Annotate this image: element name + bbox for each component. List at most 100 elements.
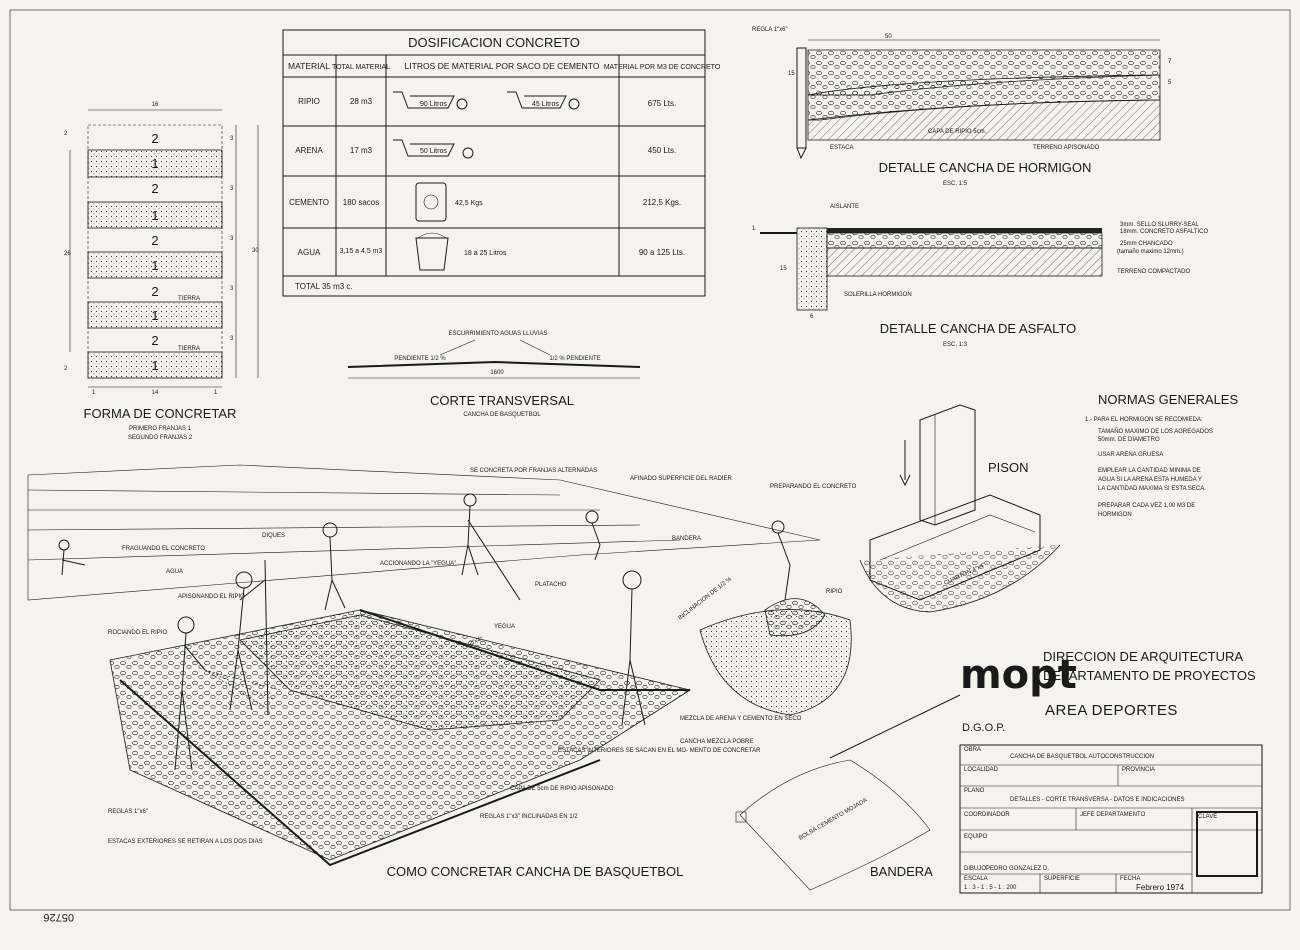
col-total: TOTAL MATERIAL	[332, 64, 390, 71]
dim-three: 3	[230, 236, 234, 242]
row-cemento-por-m3: 212,5 Kgs.	[643, 198, 681, 207]
bolsa-label: BOLSA CEMENTO MOJADA	[798, 798, 868, 842]
label-afinado: AFINADO SUPERFICIE DEL RADIER	[630, 476, 732, 482]
institution-line2: DEPARTAMENTO DE PROYECTOS	[1043, 668, 1256, 683]
terreno-label: TERRENO APISONADO	[1033, 145, 1100, 151]
forma-de-concretar-plan: 2 1 2 1 2 1 2 1 2 1 TIERRA TIERRA 16 14 …	[64, 102, 259, 441]
normas-item1: 1.- PARA EL HORMIGON SE RECOMIEDA:	[1085, 417, 1203, 423]
normas-line: LA CANTIDAD MAXIMA SI ESTA SECA.	[1098, 486, 1206, 492]
dim-one: 1	[752, 226, 756, 232]
worker-figure	[229, 559, 269, 716]
label-rociando: ROCIANDO EL RIPIO	[108, 630, 167, 636]
worker-figure	[461, 493, 521, 601]
label-yegua: YEGUA	[494, 624, 515, 630]
normas-line: 50mm. DE DIAMETRO	[1098, 437, 1160, 443]
row-arena-material: ARENA	[295, 146, 323, 155]
escurrimiento: ESCURRIMIENTO AGUAS LLUVIAS	[449, 331, 548, 337]
dim-bottom: 14	[152, 390, 159, 396]
dim-outer: 30	[252, 248, 259, 254]
row-ripio-litros-1: 90 Litros	[420, 101, 447, 108]
label-preparando: PREPARANDO EL CONCRETO	[770, 484, 857, 490]
label-estacas-ext: ESTACAS EXTERIORES SE RETIRAN A LOS DOS …	[108, 839, 263, 845]
worker-figure	[174, 616, 206, 771]
label-inclinacion: INCLINACION DE 1/2 %	[678, 576, 734, 622]
concreto-asfaltico-label: 18mm. CONCRETO ASFALTICO	[1120, 229, 1208, 235]
forma-line2: SEGUNDO FRANJAS 2	[128, 435, 193, 441]
row-agua-por-m3: 90 a 125 Lts.	[639, 248, 685, 257]
dim-bottom: 6	[810, 314, 814, 320]
normas-title: NORMAS GENERALES	[1098, 392, 1238, 407]
label-accionando: ACCIONANDO LA "YEGUA"	[380, 561, 456, 567]
regla-label: REGLA 1"x6"	[752, 27, 788, 33]
coordinador-label: COORDINADOR	[964, 812, 1010, 818]
col-por-m3: MATERIAL POR M3 DE CONCRETO	[604, 64, 721, 71]
dim-left: 15	[780, 266, 787, 272]
strip-label: 2	[151, 233, 158, 248]
label-fraguando: FRAGUANDO EL CONCRETO	[122, 546, 205, 552]
dosificacion-table: DOSIFICACION CONCRETO MATERIAL TOTAL MAT…	[282, 29, 721, 297]
corte-width: 1600	[490, 370, 504, 376]
dim-top: 16	[152, 102, 159, 108]
strip-label: 1	[151, 358, 158, 373]
strip-label: 1	[151, 208, 158, 223]
strip-label: 1	[151, 308, 158, 323]
dim-side: 26	[64, 251, 71, 257]
chancado-label: 25mm CHANCADO	[1120, 241, 1173, 247]
detalle-asfalto: AISLANTE 1 3mm. SELLO SLURRY-SEAL 18mm. …	[752, 204, 1208, 348]
mopt-logo: mopt D.G.O.P.	[960, 652, 1077, 734]
normas-line: AGUA SI LA ARENA ESTA HUMEDA Y	[1098, 477, 1202, 483]
normas-line: EMPLEAR LA CANTIDAD MINIMA DE	[1098, 468, 1201, 474]
row-arena-total: 17 m3	[350, 146, 373, 155]
dim-three: 3	[230, 136, 234, 142]
logo-sub: D.G.O.P.	[962, 722, 1005, 734]
label-estacas-int: ESTACAS INTERIORES SE SACAN EN EL MO- ME…	[558, 748, 761, 754]
jefe-label: JEFE DEPARTAMENTO	[1080, 812, 1146, 818]
fecha-label: FECHA	[1120, 876, 1140, 882]
forma-title: FORMA DE CONCRETAR	[84, 406, 237, 421]
row-ripio-litros-2: 45 Litros	[532, 101, 559, 108]
dim-two: 2	[64, 366, 68, 372]
strip-label: 2	[151, 181, 158, 196]
label-franjas: SE CONCRETA POR FRANJAS ALTERNADAS	[470, 468, 597, 474]
label-mezcla: MEZCLA DE ARENA Y CEMENTO EN SECO	[680, 716, 802, 722]
bandera-title: BANDERA	[870, 864, 933, 879]
solerilla-label: SOLERILLA HORMIGON	[844, 292, 912, 298]
strip-label: 1	[151, 258, 158, 273]
dibujo-label: DIBUJO	[964, 866, 986, 872]
label-2x4: 2"x4"	[469, 636, 484, 646]
col-material: MATERIAL	[288, 61, 330, 71]
worker-figure	[58, 539, 86, 576]
dim-left: 15	[788, 71, 795, 77]
worker-figure	[771, 520, 791, 601]
asfalto-title: DETALLE CANCHA DE ASFALTO	[880, 321, 1077, 336]
pison-title: PISON	[988, 460, 1028, 475]
row-agua-material: AGUA	[298, 248, 321, 257]
row-arena-litros: 50 Litros	[420, 148, 447, 155]
capa-label: CAPA DE RIPIO 5cm.	[928, 129, 987, 135]
dim-one: 1	[214, 390, 218, 396]
archive-stamp: 05726	[43, 911, 74, 923]
dibujo-value: PEDRO GONZALEZ D.	[986, 866, 1049, 872]
construction-scene: SE CONCRETA POR FRANJAS ALTERNADAS AFINA…	[27, 464, 857, 879]
dim-three: 3	[230, 186, 234, 192]
strip-label: 2	[151, 333, 158, 348]
corte-title: CORTE TRANSVERSAL	[430, 393, 574, 408]
area-title: AREA DEPORTES	[1045, 702, 1178, 719]
plano-label: PLANO	[964, 788, 985, 794]
wheelbarrow-icon	[393, 139, 474, 159]
aislante-label: AISLANTE	[830, 204, 859, 210]
hormigon-title: DETALLE CANCHA DE HORMIGON	[879, 160, 1092, 175]
institution-line1: DIRECCION DE ARQUITECTURA	[1043, 649, 1243, 664]
row-agua-total: 3,15 a 4,5 m3	[340, 248, 383, 255]
cement-bag-icon	[415, 182, 447, 222]
title-block: OBRA CANCHA DE BASQUETBOL AUTOCONSTRUCCI…	[959, 744, 1263, 894]
label-cancha-mezcla: CANCHA MEZCLA POBRE	[680, 739, 753, 745]
worker-figure	[621, 570, 646, 726]
obra-value: CANCHA DE BASQUETBOL AUTOCONSTRUCCION	[1010, 754, 1154, 760]
sello-label: 3mm. SELLO SLURRY-SEAL	[1120, 222, 1199, 228]
hormigon-scale: ESC. 1:5	[943, 181, 968, 187]
normas-line: HORMIGON	[1098, 512, 1132, 518]
label-capa: CAPA DE 5cm DE RIPIO APISONADO	[510, 786, 614, 792]
